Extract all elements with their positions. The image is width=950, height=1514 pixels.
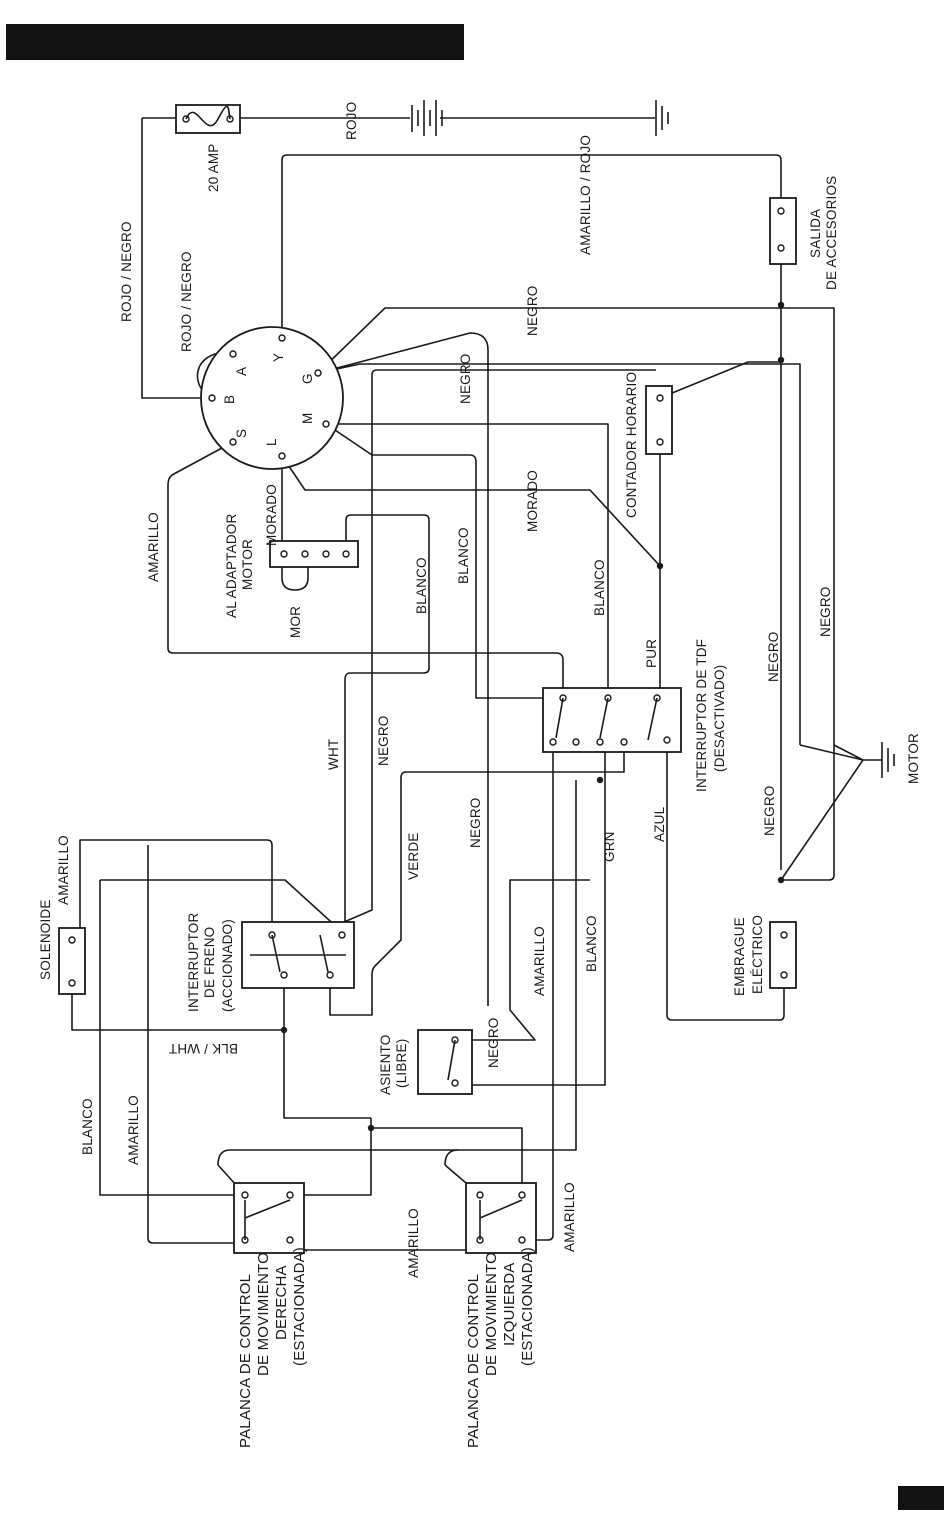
label-azul: AZUL — [652, 806, 667, 842]
motor-ground-icon — [863, 742, 895, 778]
label-amarillo-left2: AMARILLO — [126, 1095, 141, 1165]
label-ign-b: B — [222, 395, 237, 404]
page-number-tab — [898, 1486, 944, 1510]
label-morado-small: MORADO — [264, 484, 279, 546]
label-mor: MOR — [288, 606, 303, 638]
label-de-accesorios: DE ACCESORIOS — [824, 176, 839, 290]
junction-dots — [280, 301, 785, 1132]
label-accionado: (ACCIONADO) — [220, 919, 235, 1012]
label-amarillo-bottom: AMARILLO — [406, 1208, 421, 1278]
label-morado-mid: MORADO — [525, 470, 540, 532]
left-motion-lever-switch — [465, 1182, 537, 1254]
label-motor: MOTOR — [906, 733, 921, 784]
label-blk-wht: BLK / WHT — [169, 1041, 238, 1056]
accessory-outlet — [769, 197, 797, 265]
label-negro-right-2: NEGRO — [766, 631, 781, 682]
label-negro-ign: NEGRO — [458, 353, 473, 404]
label-palanca-izq-3: IZQUIERDA — [501, 1263, 518, 1346]
label-amarillo-right: AMARILLO — [562, 1182, 577, 1252]
label-palanca-izq-1: PALANCA DE CONTROL — [465, 1274, 482, 1448]
label-electrico: ELÉCTRICO — [750, 915, 765, 994]
label-blanco-2: BLANCO — [456, 527, 471, 584]
solenoid — [58, 927, 86, 995]
label-rojo-negro-2: ROJO / NEGRO — [179, 251, 194, 352]
label-libre: (LIBRE) — [394, 1039, 409, 1088]
label-al-adaptador: AL ADAPTADOR — [224, 514, 239, 618]
label-ign-a: A — [234, 367, 249, 376]
label-rojo: ROJO — [344, 102, 359, 140]
label-pur: PUR — [644, 639, 659, 668]
engine-adapter-connector — [269, 540, 359, 568]
label-blanco-1: BLANCO — [414, 557, 429, 614]
label-palanca-der-1: PALANCA DE CONTROL — [237, 1274, 254, 1448]
hour-meter — [645, 385, 673, 455]
label-negro-v: NEGRO — [468, 797, 483, 848]
label-verde: VERDE — [406, 832, 421, 880]
label-ign-y: Y — [271, 353, 286, 362]
label-ign-s: S — [234, 429, 249, 438]
label-contador-horario: CONTADOR HORARIO — [624, 372, 639, 518]
label-palanca-der-3: DERECHA — [273, 1265, 290, 1340]
label-interruptor-tdf: INTERRUPTOR DE TDF — [694, 639, 709, 792]
label-de-freno: DE FRENO — [202, 927, 217, 998]
ground-icon — [655, 100, 669, 136]
label-ign-l: L — [264, 438, 279, 446]
right-motion-lever-switch — [233, 1182, 305, 1254]
label-ign-g: G — [300, 373, 315, 384]
label-blanco-b: BLANCO — [584, 915, 599, 972]
label-asiento: ASIENTO — [378, 1035, 393, 1095]
wires — [71, 117, 864, 1251]
electric-clutch — [769, 921, 797, 989]
label-blanco-left: BLANCO — [80, 1098, 95, 1155]
label-negro-asiento: NEGRO — [486, 1017, 501, 1068]
pto-switch — [542, 687, 682, 753]
label-palanca-izq-2: DE MOVIMIENTO — [483, 1252, 500, 1376]
label-embrague: EMBRAGUE — [732, 917, 747, 996]
label-wht: WHT — [326, 739, 341, 770]
label-rojo-negro-1: ROJO / NEGRO — [119, 221, 134, 322]
brake-switch — [241, 921, 355, 989]
label-blanco-3: BLANCO — [592, 559, 607, 616]
label-negro-emb: NEGRO — [762, 785, 777, 836]
label-ign-m: M — [300, 413, 315, 424]
label-palanca-izq-4: (ESTACIONADA) — [519, 1247, 536, 1366]
label-negro-top: NEGRO — [525, 285, 540, 336]
label-motor-adapter: MOTOR — [240, 539, 255, 590]
fuse-20-amp — [175, 104, 241, 134]
battery-icon — [411, 100, 443, 136]
ignition-switch — [200, 326, 344, 470]
label-amarillo-a: AMARILLO — [532, 926, 547, 996]
seat-switch — [417, 1029, 473, 1095]
label-negro-right-1: NEGRO — [818, 586, 833, 637]
label-amarillo-rojo: AMARILLO / ROJO — [578, 135, 593, 255]
label-palanca-der-4: (ESTACIONADA) — [291, 1247, 308, 1366]
label-interruptor-freno: INTERRUPTOR — [186, 912, 201, 1012]
label-salida: SALIDA — [808, 209, 823, 258]
label-amarillo-sol: AMARILLO — [56, 835, 71, 905]
label-negro-mid: NEGRO — [376, 715, 391, 766]
label-20-amp: 20 AMP — [206, 144, 221, 192]
label-solenoide: SOLENOIDE — [38, 899, 53, 980]
label-tdf-desactivado: (DESACTIVADO) — [712, 665, 727, 772]
header-bar — [6, 24, 464, 60]
label-palanca-der-2: DE MOVIMIENTO — [255, 1252, 272, 1376]
labels: 20 AMP ROJO AMARILLO / ROJO SALIDA DE AC… — [38, 102, 921, 1448]
label-grn: GRN — [602, 831, 617, 862]
label-amarillo-left: AMARILLO — [146, 512, 161, 582]
